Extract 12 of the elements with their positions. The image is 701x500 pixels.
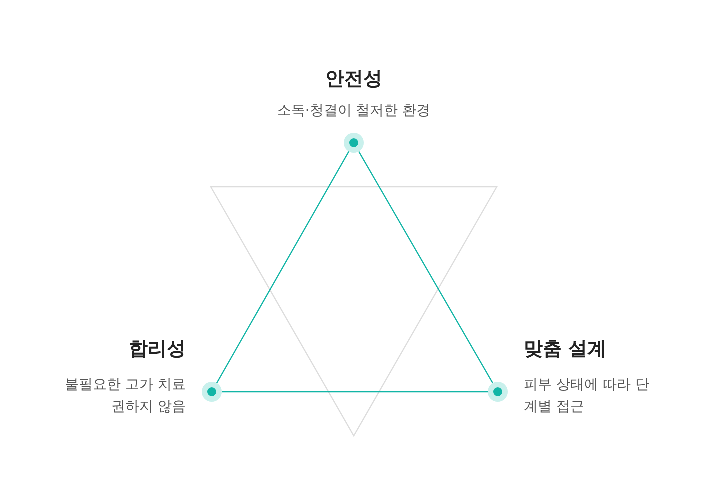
point-description: 소독·청결이 철저한 환경	[276, 102, 432, 121]
glowing-dot	[202, 382, 222, 402]
point-description: 피부 상태에 따라 단계별 접근	[524, 376, 650, 417]
point-description: 불필요한 고가 치료 권하지 않음	[64, 376, 186, 417]
connector-line	[358, 151, 494, 384]
glowing-dot	[488, 382, 508, 402]
connector-line	[222, 391, 488, 393]
point-heading: 안전성	[324, 67, 384, 92]
glowing-dot	[344, 133, 364, 153]
connector-line	[216, 151, 350, 384]
point-heading: 합리성	[128, 337, 186, 362]
point-heading: 맞춤 설계	[524, 337, 608, 362]
